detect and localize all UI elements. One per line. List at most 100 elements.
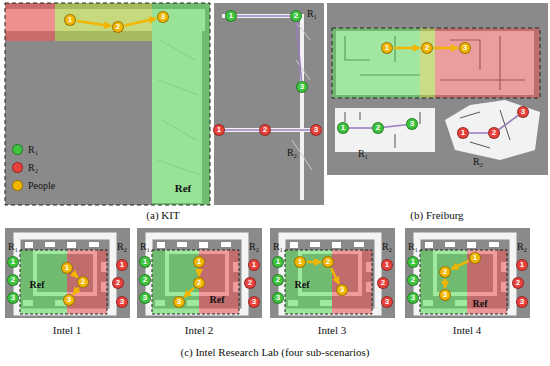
circle-number: 3 (120, 298, 124, 306)
circle-number: 1 (143, 258, 147, 266)
circle-number: 2 (276, 276, 280, 284)
circle-number: 1 (276, 258, 280, 266)
caption-label: (a) KIT (146, 210, 179, 221)
marker-circle: 3 (336, 284, 348, 296)
map-label: R₁ (408, 242, 418, 252)
floor-plan (335, 108, 435, 152)
circle-number: 1 (341, 124, 345, 132)
map-label: Ref (473, 299, 488, 309)
map-ground (5, 3, 210, 205)
marker-circle: 2 (512, 277, 524, 289)
circle-number: 3 (385, 298, 389, 306)
marker-circle: 1 (248, 259, 260, 271)
marker-circle: 3 (116, 296, 128, 308)
marker-circle: 1 (337, 122, 349, 134)
ref-region (5, 3, 55, 41)
trajectory-line (349, 127, 372, 129)
legend-swatch (12, 144, 23, 155)
marker-circle: 2 (112, 21, 124, 33)
circle-number: 3 (143, 294, 147, 302)
motion-arrow (73, 288, 78, 295)
circle-number: 1 (68, 16, 72, 24)
marker-circle: 3 (310, 124, 322, 136)
caption-label: Intel 2 (185, 325, 213, 336)
circle-number: 1 (385, 261, 389, 269)
motion-arrow (394, 47, 420, 50)
legend-text: R₂ (28, 163, 38, 173)
marker-circle: 1 (469, 252, 481, 264)
circle-number: 2 (143, 276, 147, 284)
circle-number: 2 (81, 278, 85, 286)
map-label: R₁ (273, 242, 283, 252)
circle-number: 3 (300, 83, 304, 91)
circle-number: 2 (516, 279, 520, 287)
marker-circle: 1 (7, 256, 19, 268)
marker-circle: 3 (157, 11, 169, 23)
circle-number: 2 (376, 124, 380, 132)
map-ground (327, 3, 548, 175)
circle-number: 3 (177, 298, 181, 306)
marker-circle: 3 (139, 292, 151, 304)
marker-circle: 3 (407, 292, 419, 304)
circle-number: 3 (521, 108, 525, 116)
circle-number: 3 (252, 298, 256, 306)
circle-number: 3 (67, 296, 71, 304)
trajectory-line (469, 132, 488, 134)
circle-number: 2 (411, 276, 415, 284)
circle-number: 2 (11, 276, 15, 284)
circle-number: 1 (520, 261, 524, 269)
marker-circle: 2 (7, 274, 19, 286)
motion-arrow (72, 273, 77, 278)
circle-number: 1 (461, 129, 465, 137)
map-label: R₁ (8, 242, 18, 252)
marker-circle: 3 (7, 292, 19, 304)
marker-circle: 1 (516, 259, 528, 271)
ref-region (332, 28, 420, 98)
circle-number: 1 (473, 254, 477, 262)
marker-circle: 1 (139, 256, 151, 268)
marker-circle: 2 (372, 122, 384, 134)
marker-circle: 2 (193, 277, 205, 289)
circle-number: 1 (411, 258, 415, 266)
marker-circle: 1 (213, 124, 225, 136)
legend-text: People (28, 181, 55, 191)
trajectory-line (225, 129, 259, 131)
circle-number: 3 (463, 44, 467, 52)
motion-arrow (331, 268, 339, 283)
circle-number: 1 (252, 261, 256, 269)
map-label: R₁ (358, 149, 368, 159)
caption-label: (b) Freiburg (410, 210, 463, 221)
marker-circle: 3 (272, 292, 284, 304)
circle-number: 3 (443, 291, 447, 299)
trajectory-line (297, 22, 302, 81)
marker-circle: 1 (381, 259, 393, 271)
corridor (214, 16, 322, 200)
marker-circle: 2 (77, 276, 89, 288)
circle-number: 1 (65, 264, 69, 272)
map-label: R₂ (117, 242, 127, 252)
circle-number: 2 (381, 279, 385, 287)
legend-swatch (12, 180, 23, 191)
marker-circle: 1 (407, 256, 419, 268)
map-label: R₂ (287, 148, 297, 158)
marker-circle: 1 (272, 256, 284, 268)
intel-map (270, 228, 395, 318)
motion-arrow (451, 261, 468, 269)
circle-number: 1 (120, 261, 124, 269)
marker-circle: 1 (457, 127, 469, 139)
legend-swatch (12, 162, 23, 173)
trajectory-line (499, 116, 518, 130)
caption-label: (c) Intel Research Lab (four sub-scenari… (180, 347, 369, 358)
circle-number: 1 (217, 126, 221, 134)
marker-circle: 3 (296, 81, 308, 93)
circle-number: 3 (161, 13, 165, 21)
marker-circle: 3 (248, 296, 260, 308)
marker-circle: 2 (272, 274, 284, 286)
marker-circle: 3 (406, 118, 418, 130)
circle-number: 3 (411, 294, 415, 302)
intel-map (137, 228, 262, 318)
floor-plan (445, 100, 540, 160)
legend-item: People (12, 180, 55, 191)
marker-circle: 1 (225, 10, 237, 22)
